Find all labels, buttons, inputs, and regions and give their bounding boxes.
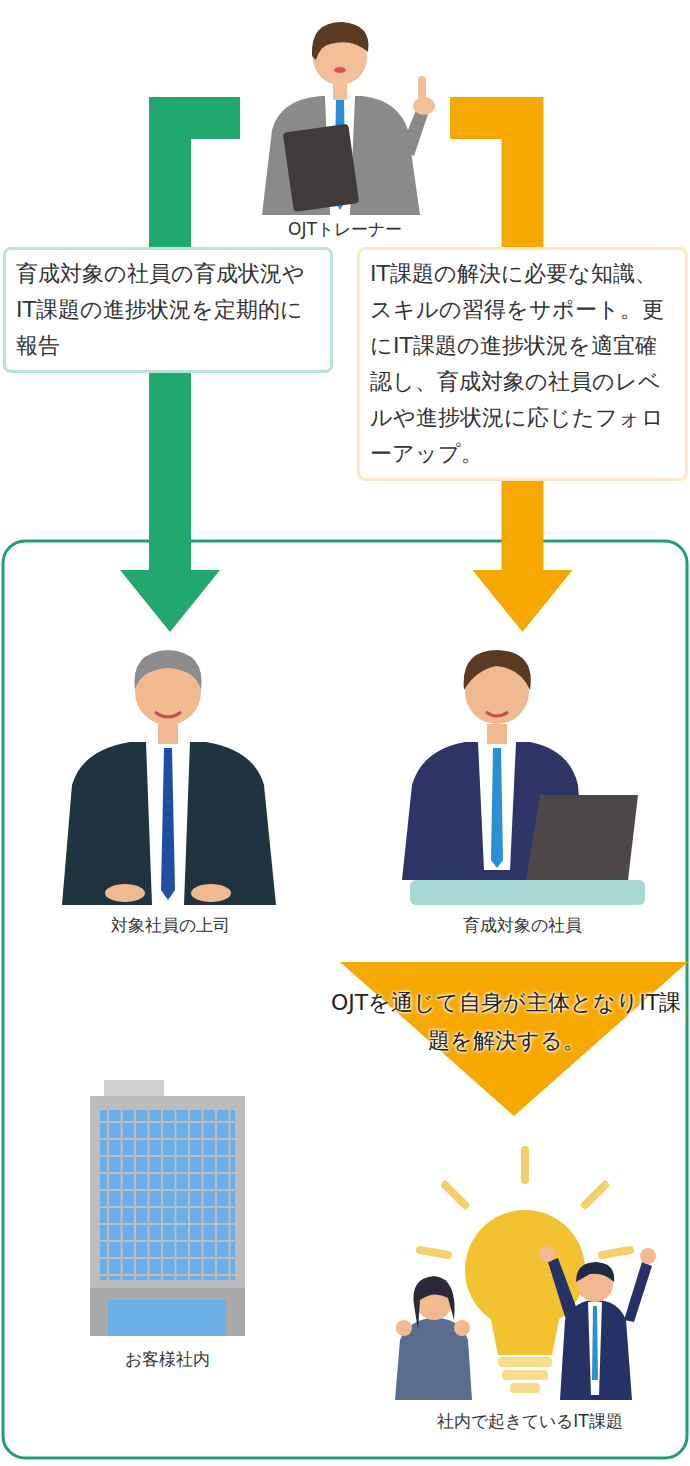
idea-illustration — [395, 1150, 656, 1400]
figure-caption: 育成対象の社員 — [395, 914, 650, 936]
figure-caption: OJTトレーナー — [240, 218, 450, 240]
figure-node: 対象社員の上司 — [55, 640, 285, 936]
callout-box: IT課題の解決に必要な知識、スキルの習得をサポート。更にIT課題の進捗状況を適宜… — [357, 247, 688, 481]
trainer-figure — [262, 22, 435, 215]
arrow-label: OJTを通じて自身が主体となりIT課題を解決する。 — [326, 984, 686, 1060]
figure-node: 社内で起きているIT課題 — [380, 1140, 680, 1432]
flow-arrow — [120, 118, 240, 632]
figure-caption: 社内で起きているIT課題 — [380, 1410, 680, 1432]
employee-figure — [402, 650, 645, 905]
figure-node: お客様社内 — [80, 1070, 255, 1370]
building-illustration — [90, 1080, 245, 1336]
boss-figure — [62, 650, 276, 905]
figure-caption: 対象社員の上司 — [55, 914, 285, 936]
figure-node: OJTトレーナー — [240, 0, 450, 240]
figure-node: 育成対象の社員 — [395, 640, 650, 936]
callout-box: 育成対象の社員の育成状況やIT課題の進捗状況を定期的に報告 — [3, 247, 333, 373]
figure-caption: お客様社内 — [80, 1348, 255, 1370]
container-frame — [3, 541, 687, 1458]
